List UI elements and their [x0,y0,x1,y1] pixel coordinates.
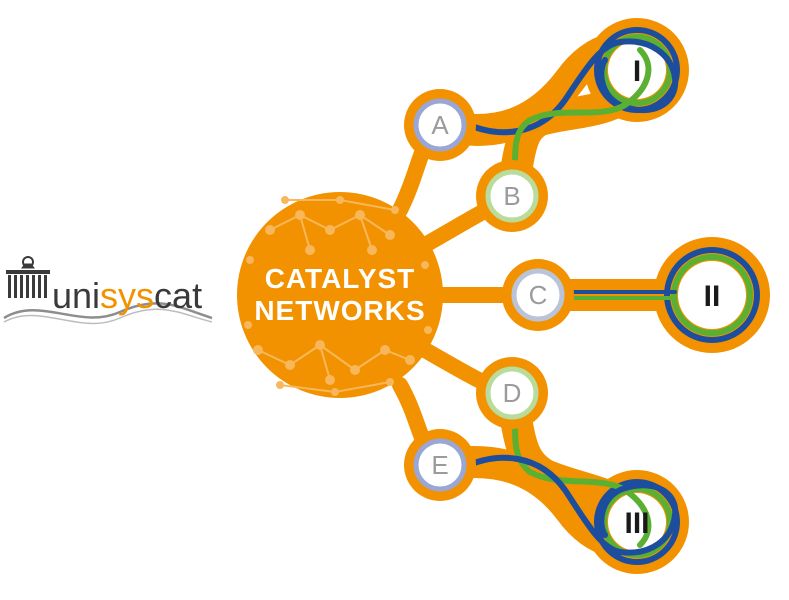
product-iii-label: III [624,507,649,540]
logo-part-cat: cat [154,275,202,316]
logo-wordmark: unisyscat [52,275,202,316]
hub-title-line2: NETWORKS [254,295,425,326]
hub-title-line1: CATALYST [265,263,416,294]
node-d: D [476,357,548,429]
product-ii-label: II [704,280,721,313]
catalyst-nodes: A B C D E [404,89,574,501]
node-a-label: A [431,110,449,140]
product-labels: I II III [624,55,720,540]
hub-disc [237,192,443,398]
node-b-label: B [503,181,520,211]
node-e-label: E [431,450,448,480]
node-a: A [404,89,476,161]
strand-green-d-iii [512,417,652,548]
node-c-label: C [529,280,548,310]
product-i-label: I [633,55,641,88]
catalyst-hub: CATALYST NETWORKS [237,192,443,398]
unisyscat-logo: unisyscat [3,256,213,325]
node-e: E [404,429,476,501]
node-c: C [502,259,574,331]
strand-blue-e-iii [459,454,679,556]
node-d-label: D [503,378,522,408]
pathway-strands [459,38,679,556]
logo-swoosh [3,302,213,320]
logo-part-uni: uni [52,275,100,316]
node-b: B [476,160,548,232]
logo-part-sys: sys [100,275,154,316]
gate-icon [6,256,50,298]
hub-circuit-texture [244,196,432,396]
strand-green-b-i [512,47,652,173]
